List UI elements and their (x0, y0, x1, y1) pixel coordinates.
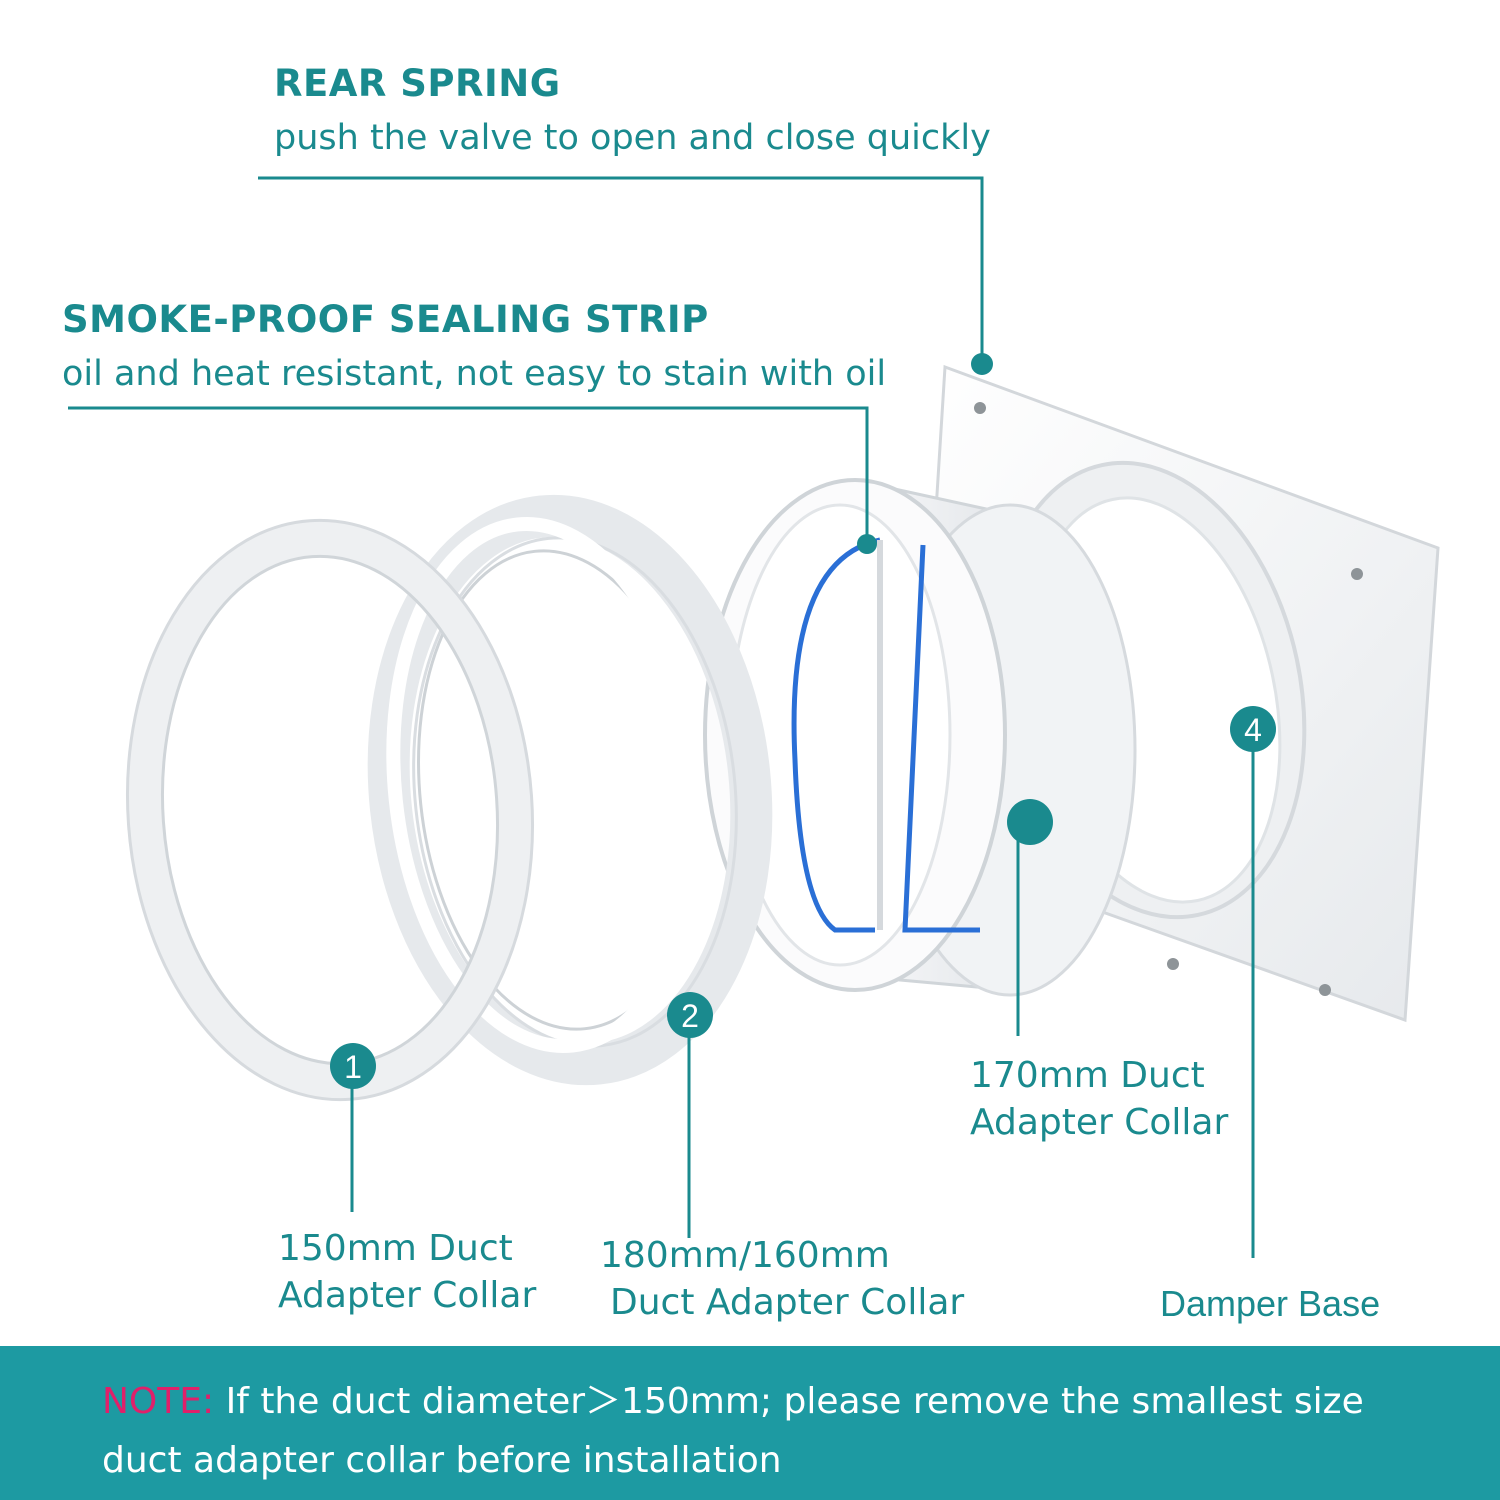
note-tag: NOTE: (102, 1381, 215, 1422)
note-text: NOTE: If the duct diameter＞150mm; please… (102, 1372, 1442, 1490)
part-1-line1: 150mm Duct (278, 1228, 513, 1269)
part-3-marker (1007, 799, 1053, 845)
badge-1: 1 (330, 1043, 376, 1089)
badge-4: 4 (1230, 706, 1276, 752)
collar-180-160mm (367, 494, 773, 1086)
part-2-line1: 180mm/160mm (600, 1235, 890, 1276)
rear-spring-marker (971, 353, 993, 375)
part-1-line2: Adapter Collar (278, 1275, 537, 1316)
sealing-strip-desc: oil and heat resistant, not easy to stai… (62, 354, 887, 394)
part-1-label: 150mm Duct Adapter Collar (278, 1225, 536, 1319)
sealing-strip-marker (857, 534, 877, 554)
part-3-line2: Adapter Collar (970, 1102, 1229, 1143)
note-bar (0, 1346, 1500, 1500)
part-3-line1: 170mm Duct (970, 1055, 1205, 1096)
part-4-label: Damper Base (1160, 1283, 1381, 1324)
rear-spring-desc: push the valve to open and close quickly (274, 118, 991, 158)
part-2-line2: Duct Adapter Collar (610, 1282, 965, 1323)
product-illustration: 1 2 4 (68, 176, 1440, 1258)
rear-spring-title: REAR SPRING (274, 62, 561, 105)
part-2-label: 180mm/160mm Duct Adapter Collar (600, 1232, 964, 1326)
note-body: If the duct diameter＞150mm; please remov… (102, 1381, 1364, 1481)
damper-valve-body (703, 478, 1137, 997)
svg-text:2: 2 (681, 998, 699, 1034)
badge-2: 2 (667, 992, 713, 1038)
svg-text:4: 4 (1244, 712, 1262, 748)
part-3-label: 170mm Duct Adapter Collar (970, 1052, 1228, 1146)
svg-text:1: 1 (344, 1049, 362, 1085)
sealing-strip-title: SMOKE-PROOF SEALING STRIP (62, 298, 709, 341)
leader-lines (68, 176, 1255, 1258)
